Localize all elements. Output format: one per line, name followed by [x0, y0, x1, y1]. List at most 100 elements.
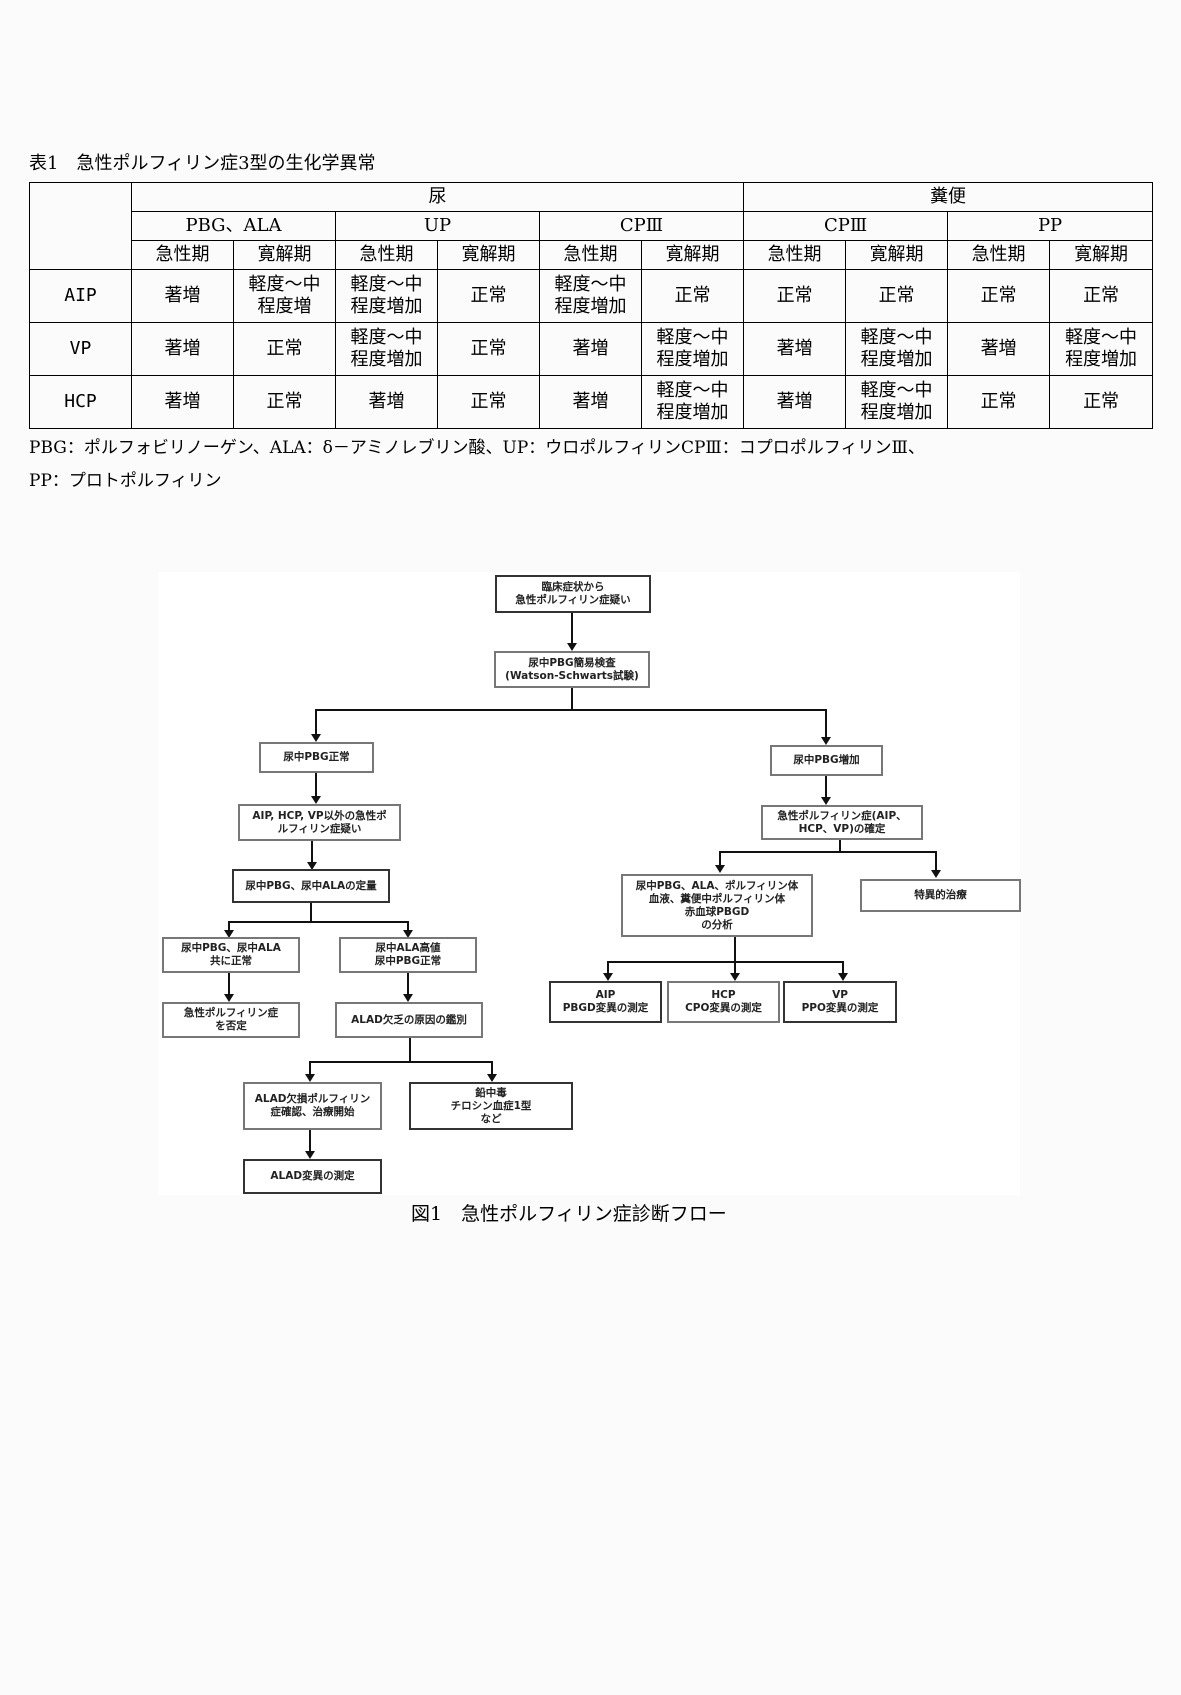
table-cell: 正常 [947, 269, 1051, 323]
node-alad-differential: ALAD欠乏の原因の鑑別 [335, 1002, 483, 1038]
node-pbg-normal: 尿中PBG正常 [259, 742, 374, 773]
table-cell: 軽度～中 程度増加 [539, 269, 642, 323]
node-alad-mutation: ALAD変異の測定 [243, 1159, 382, 1194]
table-footnote-line2: PP：プロトポルフィリン [29, 471, 222, 491]
table-cell: 軽度～中 程度増加 [640, 375, 745, 429]
arrow-down-icon [305, 1151, 315, 1159]
table-caption: 表1 急性ポルフィリン症3型の生化学異常 [29, 153, 376, 174]
biochemical-abnormalities-table: 尿 糞便 PBG、ALA UP CPⅢ CPⅢ PP 急性期 寛解期 急性期 寛… [29, 182, 1154, 429]
arrow-down-icon [403, 994, 413, 1002]
arrow-down-icon [567, 643, 577, 651]
connector [309, 1061, 311, 1076]
table-cell: 正常 [437, 375, 540, 429]
arrow-down-icon [311, 796, 321, 804]
connector [719, 851, 937, 853]
node-aip-test: AIP PBGD変異の測定 [549, 981, 662, 1023]
arrow-down-icon [305, 1074, 315, 1082]
arrow-down-icon [838, 973, 848, 981]
node-hcp-test: HCP CPO変異の測定 [667, 981, 780, 1023]
phase-header: 寛解期 [437, 240, 540, 270]
table-cell: 軽度～中 程度増 [233, 269, 336, 323]
connector [607, 961, 844, 963]
table-cell: 著増 [539, 322, 642, 376]
node-screening-test: 尿中PBG簡易検査 (Watson-Schwarts試験) [494, 651, 650, 688]
corner-cell [29, 182, 132, 270]
table-cell: 軽度～中 程度増加 [335, 322, 438, 376]
table-cell: 正常 [743, 269, 847, 323]
connector [315, 709, 827, 711]
connector [491, 1061, 493, 1076]
connector [228, 921, 409, 923]
connector [734, 961, 736, 975]
group-header-feces: 糞便 [743, 182, 1154, 212]
node-ala-high: 尿中ALA高値 尿中PBG正常 [339, 937, 477, 973]
connector [571, 688, 573, 710]
connector [228, 921, 230, 932]
node-deny: 急性ポルフィリン症 を否定 [162, 1002, 300, 1038]
table-cell: 正常 [640, 269, 745, 323]
arrow-down-icon [931, 870, 941, 878]
analyte-header: PBG、ALA [131, 211, 336, 241]
phase-header: 急性期 [131, 240, 234, 270]
connector [315, 709, 317, 736]
connector [311, 841, 313, 863]
connector [309, 1130, 311, 1152]
analyte-header: PP [947, 211, 1154, 241]
row-label: AIP [29, 269, 132, 323]
connector [407, 973, 409, 995]
table-cell: 正常 [947, 375, 1051, 429]
arrow-down-icon [403, 930, 413, 938]
table-cell: 軽度～中 程度増加 [640, 322, 745, 376]
arrow-down-icon [821, 797, 831, 805]
analyte-header: CPⅢ [538, 211, 745, 241]
diagnosis-flowchart: 臨床症状から 急性ポルフィリン症疑い 尿中PBG簡易検査 (Watson-Sch… [158, 572, 1021, 1195]
arrow-down-icon [487, 1074, 497, 1082]
node-lead-poisoning: 鉛中毒 チロシン血症1型 など [409, 1082, 573, 1130]
node-vp-test: VP PPO変異の測定 [783, 981, 897, 1023]
arrow-down-icon [715, 865, 725, 873]
table-cell: 著増 [335, 375, 438, 429]
phase-header: 寛解期 [233, 240, 336, 270]
node-quantification: 尿中PBG、尿中ALAの定量 [232, 869, 390, 903]
table-cell: 軽度～中 程度増加 [845, 375, 949, 429]
table-cell: 正常 [233, 375, 336, 429]
table-cell: 正常 [1049, 375, 1154, 429]
connector [734, 937, 736, 962]
node-analysis: 尿中PBG、ALA、ポルフィリン体 血液、糞便中ポルフィリン体 赤血球PBGD … [621, 874, 813, 937]
analyte-header: CPⅢ [743, 211, 949, 241]
table-cell: 著増 [947, 322, 1051, 376]
table-cell: 著増 [743, 322, 847, 376]
table-row-hcp: HCP 著増 正常 著増 正常 著増 軽度～中 程度増加 著増 軽度～中 程度増… [29, 375, 1154, 429]
connector [607, 961, 609, 975]
arrow-down-icon [311, 734, 321, 742]
table-cell: 著増 [743, 375, 847, 429]
table-cell: 正常 [437, 322, 540, 376]
row-label: VP [29, 322, 132, 376]
phase-header: 寛解期 [1049, 240, 1154, 270]
table-cell: 正常 [1049, 269, 1154, 323]
figure-caption: 図1 急性ポルフィリン症診断フロー [411, 1203, 727, 1225]
table-cell: 軽度～中 程度増加 [335, 269, 438, 323]
table-cell: 正常 [233, 322, 336, 376]
table-row-aip: AIP 著増 軽度～中 程度増 軽度～中 程度増加 正常 軽度～中 程度増加 正… [29, 269, 1154, 323]
connector [839, 840, 841, 852]
connector [935, 851, 937, 872]
phase-header: 寛解期 [845, 240, 949, 270]
table-row-vp: VP 著増 正常 軽度～中 程度増加 正常 著増 軽度～中 程度増加 著増 軽度… [29, 322, 1154, 376]
node-other-suspect: AIP, HCP, VP以外の急性ポ ルフィリン症疑い [238, 804, 401, 841]
connector [228, 973, 230, 995]
connector [315, 773, 317, 797]
row-label: HCP [29, 375, 132, 429]
table-cell: 正常 [437, 269, 540, 323]
arrow-down-icon [821, 737, 831, 745]
arrow-down-icon [224, 930, 234, 938]
arrow-down-icon [730, 973, 740, 981]
connector [825, 709, 827, 739]
connector [309, 1061, 493, 1063]
node-specific-treatment: 特異的治療 [860, 879, 1021, 912]
connector [407, 921, 409, 932]
table-cell: 著増 [131, 322, 234, 376]
connector [571, 613, 573, 644]
table-footnote-line1: PBG：ポルフォビリノーゲン、ALA：δ－アミノレブリン酸、UP：ウロポルフィリ… [29, 438, 925, 458]
analyte-header: UP [335, 211, 540, 241]
